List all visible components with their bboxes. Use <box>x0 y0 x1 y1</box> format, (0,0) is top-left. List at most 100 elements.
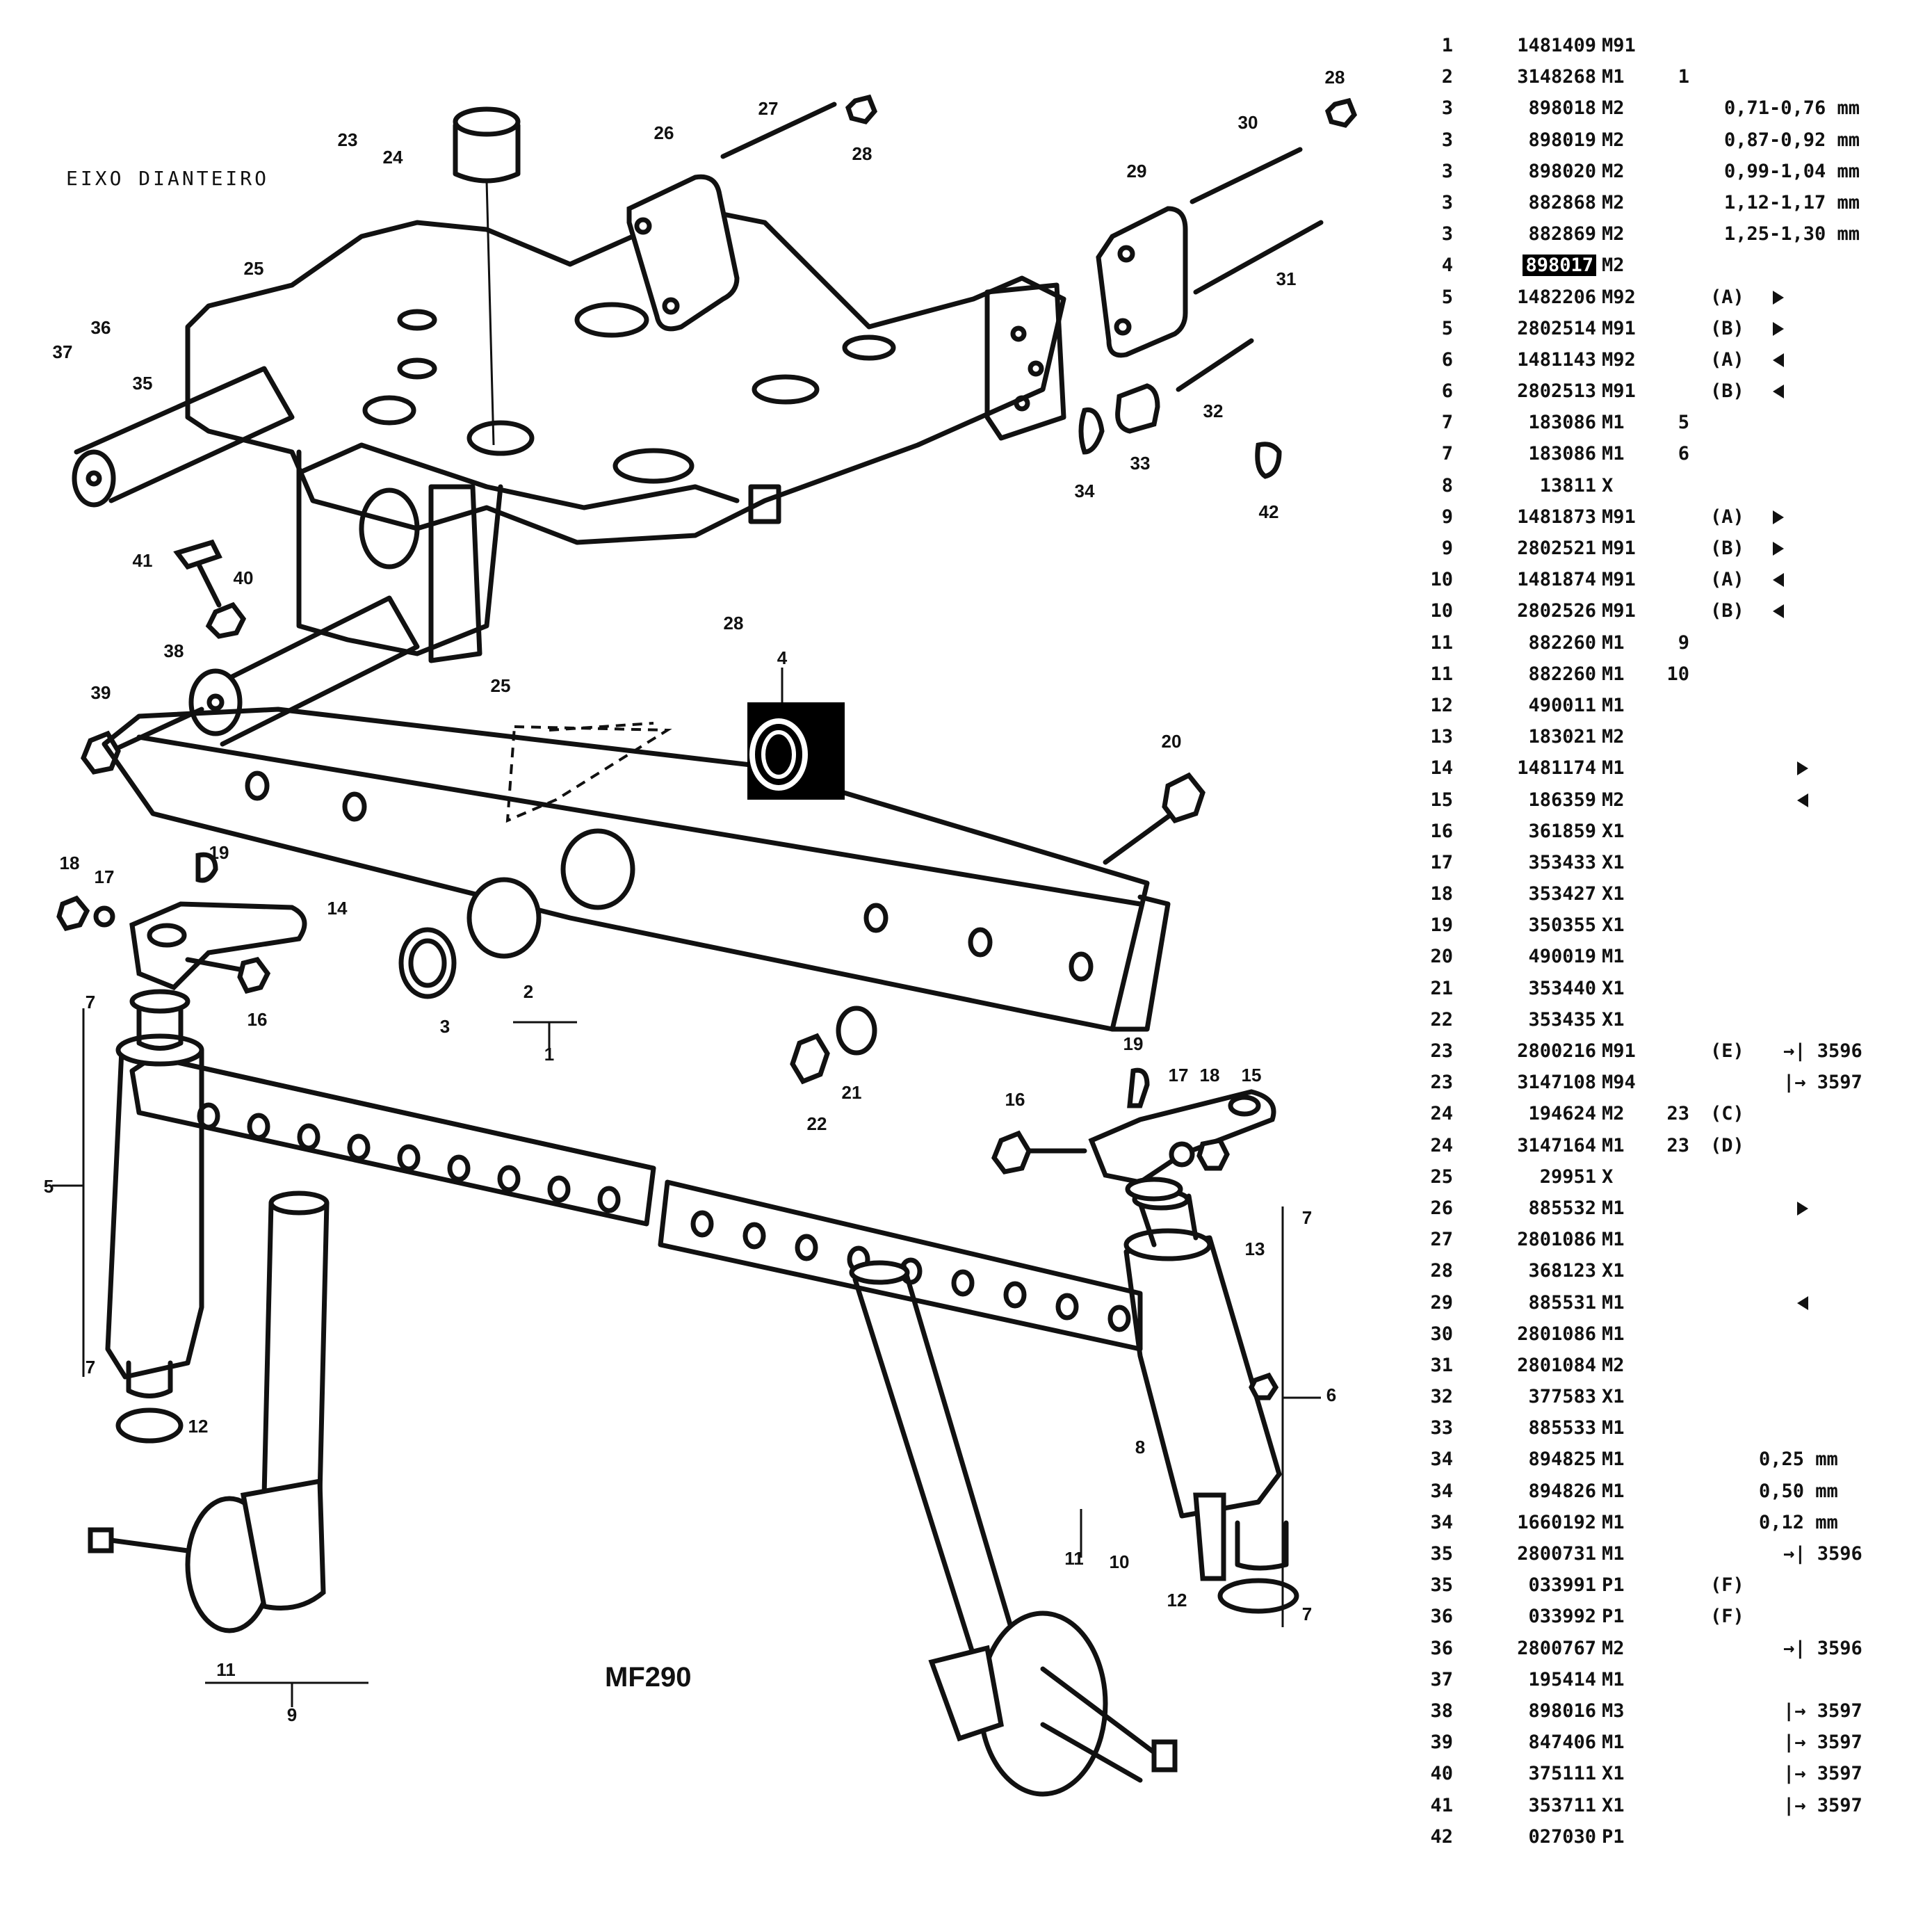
callout-number: 12 <box>188 1416 209 1437</box>
callout-number: 28 <box>852 143 872 164</box>
pivot-hardware <box>81 539 420 775</box>
beam-hole <box>547 1175 571 1203</box>
ref-number: 5 <box>1441 317 1453 339</box>
ref-number: 6 <box>1441 348 1453 371</box>
part-number: 1481873 <box>1517 506 1596 528</box>
beam-hole <box>795 1234 818 1261</box>
triangle-right-icon <box>1773 538 1784 559</box>
ref-number: 31 <box>1430 1354 1453 1376</box>
ref-number: 40 <box>1430 1763 1453 1785</box>
part-number: 183086 <box>1528 412 1596 434</box>
serial-note: |→ 3597 <box>1783 1700 1862 1722</box>
beam-hole <box>742 1222 766 1250</box>
part-number: 353711 <box>1528 1794 1596 1816</box>
ref-number: 5 <box>1441 286 1453 308</box>
dimension-note: 0,25 mm <box>1759 1448 1838 1471</box>
callout-number: 15 <box>1242 1065 1262 1085</box>
serial-note: |→ 3597 <box>1783 1763 1862 1785</box>
variant-code: (C) <box>1710 1103 1744 1125</box>
callout-number: 39 <box>91 682 111 703</box>
group-code: M1 <box>1602 1511 1625 1533</box>
part-number: 2801086 <box>1517 1229 1596 1251</box>
group-code: M2 <box>1602 223 1625 245</box>
ref-number: 18 <box>1430 883 1453 905</box>
ref-number: 37 <box>1430 1668 1453 1690</box>
triangle-right-icon <box>1773 286 1784 308</box>
ref-number: 41 <box>1430 1794 1453 1816</box>
serial-note: |→ 3597 <box>1783 1732 1862 1754</box>
serial-note: |→ 3597 <box>1783 1072 1862 1094</box>
variant-code: (E) <box>1710 1040 1744 1062</box>
variant-code: (B) <box>1710 380 1744 403</box>
ref-number: 26 <box>1430 1197 1453 1219</box>
callout-number: 7 <box>1302 1207 1312 1228</box>
ref-number: 10 <box>1430 569 1453 591</box>
group-code: P1 <box>1602 1606 1625 1628</box>
beam-hole <box>247 1113 270 1140</box>
ref-number: 34 <box>1430 1511 1453 1533</box>
group-code: M91 <box>1602 35 1636 56</box>
dimension-note: 0,71-0,76 mm <box>1724 97 1860 120</box>
part-number: 2801086 <box>1517 1323 1596 1345</box>
group-code: M2 <box>1602 191 1625 213</box>
callout-number: 1 <box>544 1044 554 1065</box>
callout-number: 3 <box>440 1016 450 1037</box>
part-number: 885533 <box>1528 1417 1596 1439</box>
group-code: M1 <box>1602 946 1625 968</box>
callout-number: 12 <box>1167 1590 1187 1611</box>
bushing-24 <box>453 106 521 446</box>
group-code: M91 <box>1602 380 1636 403</box>
group-code: M1 <box>1602 66 1625 88</box>
part-number: 898019 <box>1528 129 1596 151</box>
ref-number: 8 <box>1441 474 1453 497</box>
part-number: 350355 <box>1528 914 1596 937</box>
group-code: M3 <box>1602 1700 1625 1722</box>
part-number: 1660192 <box>1517 1511 1596 1533</box>
beam-hole <box>1107 1305 1131 1332</box>
ref-number: 16 <box>1430 820 1453 842</box>
left-steering-arm <box>56 852 307 994</box>
callout-number: 40 <box>234 567 254 588</box>
callout-number: 2 <box>523 981 533 1002</box>
callout-number: 37 <box>53 341 73 362</box>
group-code: M2 <box>1602 726 1625 748</box>
part-number: 033991 <box>1528 1574 1596 1597</box>
callout-labels: 1234567777891011111212131415161617171818… <box>44 67 1345 1725</box>
callout-number: 16 <box>247 1009 268 1030</box>
triangle-left-icon <box>1773 380 1784 402</box>
part-number: 898017 <box>1460 255 1596 277</box>
qty-ref: 1 <box>1678 66 1689 88</box>
part-number: 882869 <box>1528 223 1596 245</box>
part-number: 882260 <box>1528 631 1596 654</box>
ref-number: 35 <box>1430 1574 1453 1597</box>
qty-ref: 5 <box>1678 412 1689 434</box>
callout-number: 7 <box>86 1357 95 1378</box>
group-code: M1 <box>1602 1732 1625 1754</box>
dimension-note: 0,12 mm <box>1759 1511 1838 1533</box>
qty-ref: 23 <box>1666 1134 1689 1156</box>
group-code: M1 <box>1602 1417 1625 1439</box>
part-number: 1481874 <box>1517 569 1596 591</box>
group-code: X1 <box>1602 883 1625 905</box>
callout-number: 24 <box>383 147 403 168</box>
group-code: M92 <box>1602 348 1636 371</box>
callout-number: 26 <box>654 122 674 143</box>
dimension-note: 1,12-1,17 mm <box>1724 191 1860 213</box>
beam-hole <box>447 1154 471 1182</box>
